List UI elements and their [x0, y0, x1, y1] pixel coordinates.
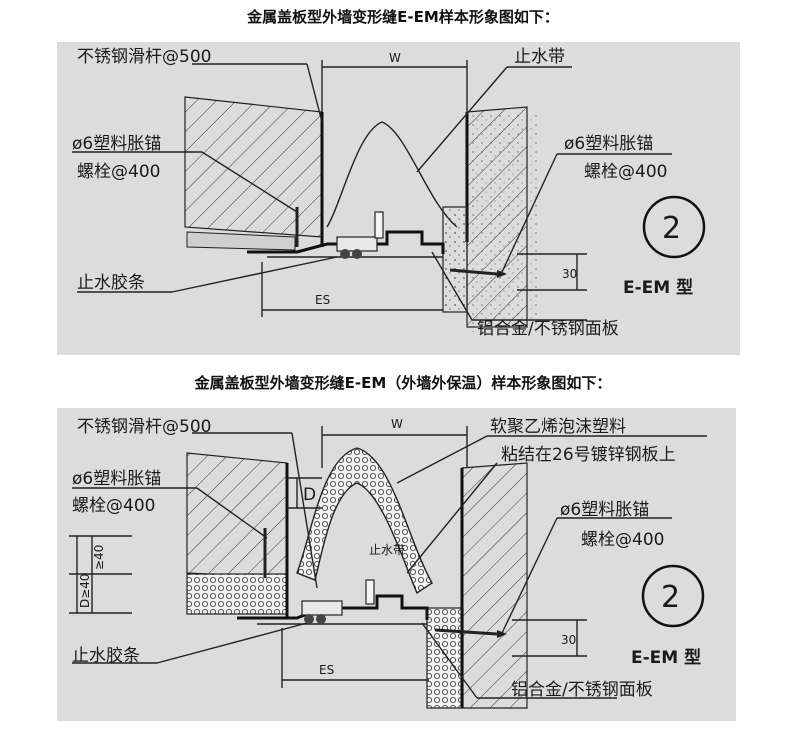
right-anchor-bolt — [434, 628, 498, 636]
cover-plate — [247, 211, 445, 259]
detail-number-circle — [641, 564, 705, 628]
dimension-30: 30 — [517, 253, 587, 291]
svg-text:30: 30 — [561, 633, 576, 647]
label-left-anchor-line1: ø6塑料胀锚 — [72, 134, 161, 154]
svg-text:≥40: ≥40 — [92, 545, 106, 570]
label-left-anchor-line1: ø6塑料胀锚 — [72, 469, 161, 489]
dimension-w: W — [321, 417, 468, 468]
left-insulation-board — [186, 573, 288, 615]
dimension-es: ES — [261, 262, 443, 317]
left-wall — [184, 96, 324, 251]
label-sliding-rod: 不锈钢滑杆@500 — [77, 417, 211, 437]
label-sealing-strip: 止水胶条 — [77, 273, 145, 293]
top-heading: 金属盖板型外墙变形缝E-EM样本形象图如下： — [247, 8, 559, 26]
dimension-w: W — [321, 51, 468, 112]
diagram-panel-2: W D D≥40 ≥40 ES 30 不锈钢滑杆@50 — [57, 408, 736, 721]
left-wall — [186, 452, 289, 618]
bottom-heading: 金属盖板型外墙变形缝E-EM（外墙外保温）样本形象图如下： — [194, 374, 612, 392]
label-left-anchor-line2: 螺栓@400 — [72, 496, 155, 516]
svg-text:30: 30 — [562, 267, 577, 281]
label-right-anchor-line2: 螺栓@400 — [584, 162, 667, 182]
label-waterstop: 止水带 — [514, 47, 565, 67]
label-right-anchor-line1: ø6塑料胀锚 — [564, 134, 653, 154]
dimension-d: D — [287, 477, 322, 509]
label-waterstop: 止水带 — [369, 543, 405, 557]
diagram-panel-1: W ES 30 不锈钢滑杆@500 ø6塑料胀锚 螺栓@400 止水胶条 止水带… — [57, 42, 740, 355]
detail-number: 2 — [661, 580, 680, 615]
svg-text:ES: ES — [319, 663, 334, 677]
svg-text:ES: ES — [315, 293, 330, 307]
dimension-left-stack: D≥40 ≥40 — [69, 535, 132, 614]
label-cover-panel: 铝合金/不锈钢面板 — [511, 680, 653, 700]
type-label: E-EM 型 — [631, 647, 701, 668]
right-insulation-board — [426, 607, 464, 709]
detail-number-circle — [642, 195, 706, 259]
detail-number: 2 — [662, 211, 681, 246]
right-wall — [426, 462, 528, 709]
expansion-joint-diagram-1: W ES 30 不锈钢滑杆@500 ø6塑料胀锚 螺栓@400 止水胶条 止水带… — [72, 47, 706, 339]
label-sealing-strip: 止水胶条 — [72, 646, 140, 666]
label-right-anchor-line1: ø6塑料胀锚 — [560, 500, 649, 520]
label-sliding-rod: 不锈钢滑杆@500 — [77, 47, 211, 67]
label-foam-line2: 粘结在26号镀锌钢板上 — [501, 445, 676, 465]
expansion-joint-diagram-2: W D D≥40 ≥40 ES 30 不锈钢滑杆@50 — [69, 417, 707, 709]
label-foam-line1: 软聚乙烯泡沫塑料 — [490, 417, 626, 437]
svg-text:D≥40: D≥40 — [78, 573, 92, 608]
cover-plate — [237, 579, 429, 625]
svg-text:D: D — [303, 485, 316, 505]
svg-text:W: W — [389, 51, 401, 65]
dimension-es: ES — [281, 628, 429, 688]
type-label: E-EM 型 — [623, 277, 693, 298]
right-wall — [442, 106, 537, 332]
label-cover-panel: 铝合金/不锈钢面板 — [477, 319, 619, 339]
svg-text:W: W — [391, 417, 403, 431]
waterstop-band — [326, 121, 458, 228]
right-anchor-bolt — [449, 268, 498, 276]
foam-waterstop — [296, 447, 433, 595]
label-right-anchor-line2: 螺栓@400 — [581, 530, 664, 550]
dimension-30: 30 — [512, 619, 587, 657]
label-left-anchor-line2: 螺栓@400 — [77, 162, 160, 182]
